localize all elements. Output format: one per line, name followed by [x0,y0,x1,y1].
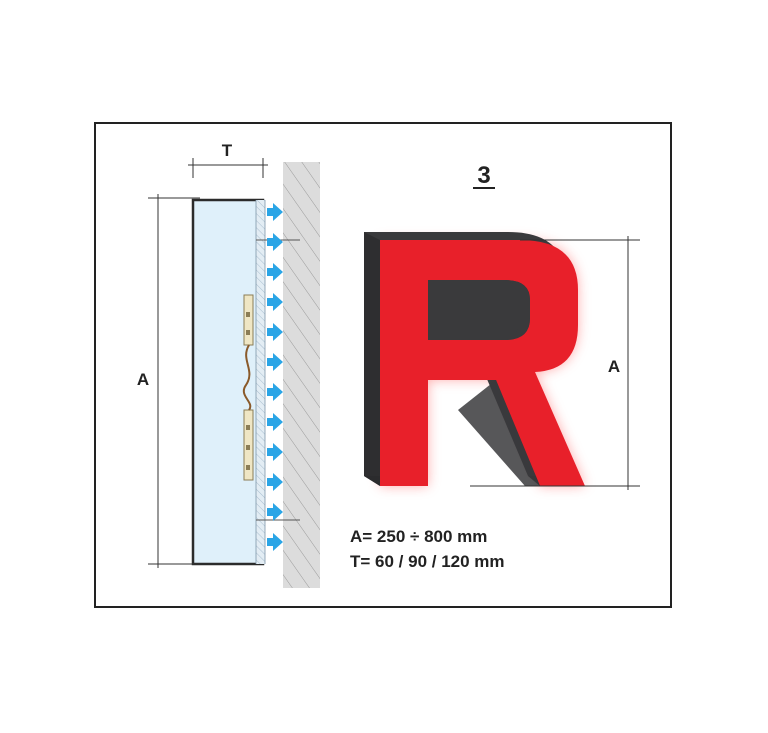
letter-section-body [191,198,265,566]
led-arrow [267,503,283,521]
dimension-a-right [470,236,640,490]
led-arrow [267,443,283,461]
dimension-a-left [148,194,200,568]
led-light-arrows [267,203,283,551]
led-arrow [267,353,283,371]
led-arrow [267,383,283,401]
dimension-a-left-label: A [137,370,149,389]
led-arrow [267,533,283,551]
back-plate-hatch [256,200,265,564]
wall-hatching [283,162,320,588]
dimension-a-right-label: A [608,357,620,376]
figure-number: 3 [477,162,490,189]
letter-r-face [380,240,585,486]
led-arrow [267,233,283,251]
led-arrow [267,293,283,311]
spec-height-range: A= 250 ÷ 800 mm [350,527,488,546]
spec-depth-options: T= 60 / 90 / 120 mm [350,552,505,571]
led-arrow [267,413,283,431]
led-arrow [267,263,283,281]
diagram-frame [94,122,672,608]
dimension-t [188,158,268,178]
dimension-t-label: T [222,141,233,160]
led-arrow [267,203,283,221]
led-arrow [267,323,283,341]
led-cable [242,344,252,411]
led-module-upper [243,294,254,346]
led-arrow [267,473,283,491]
